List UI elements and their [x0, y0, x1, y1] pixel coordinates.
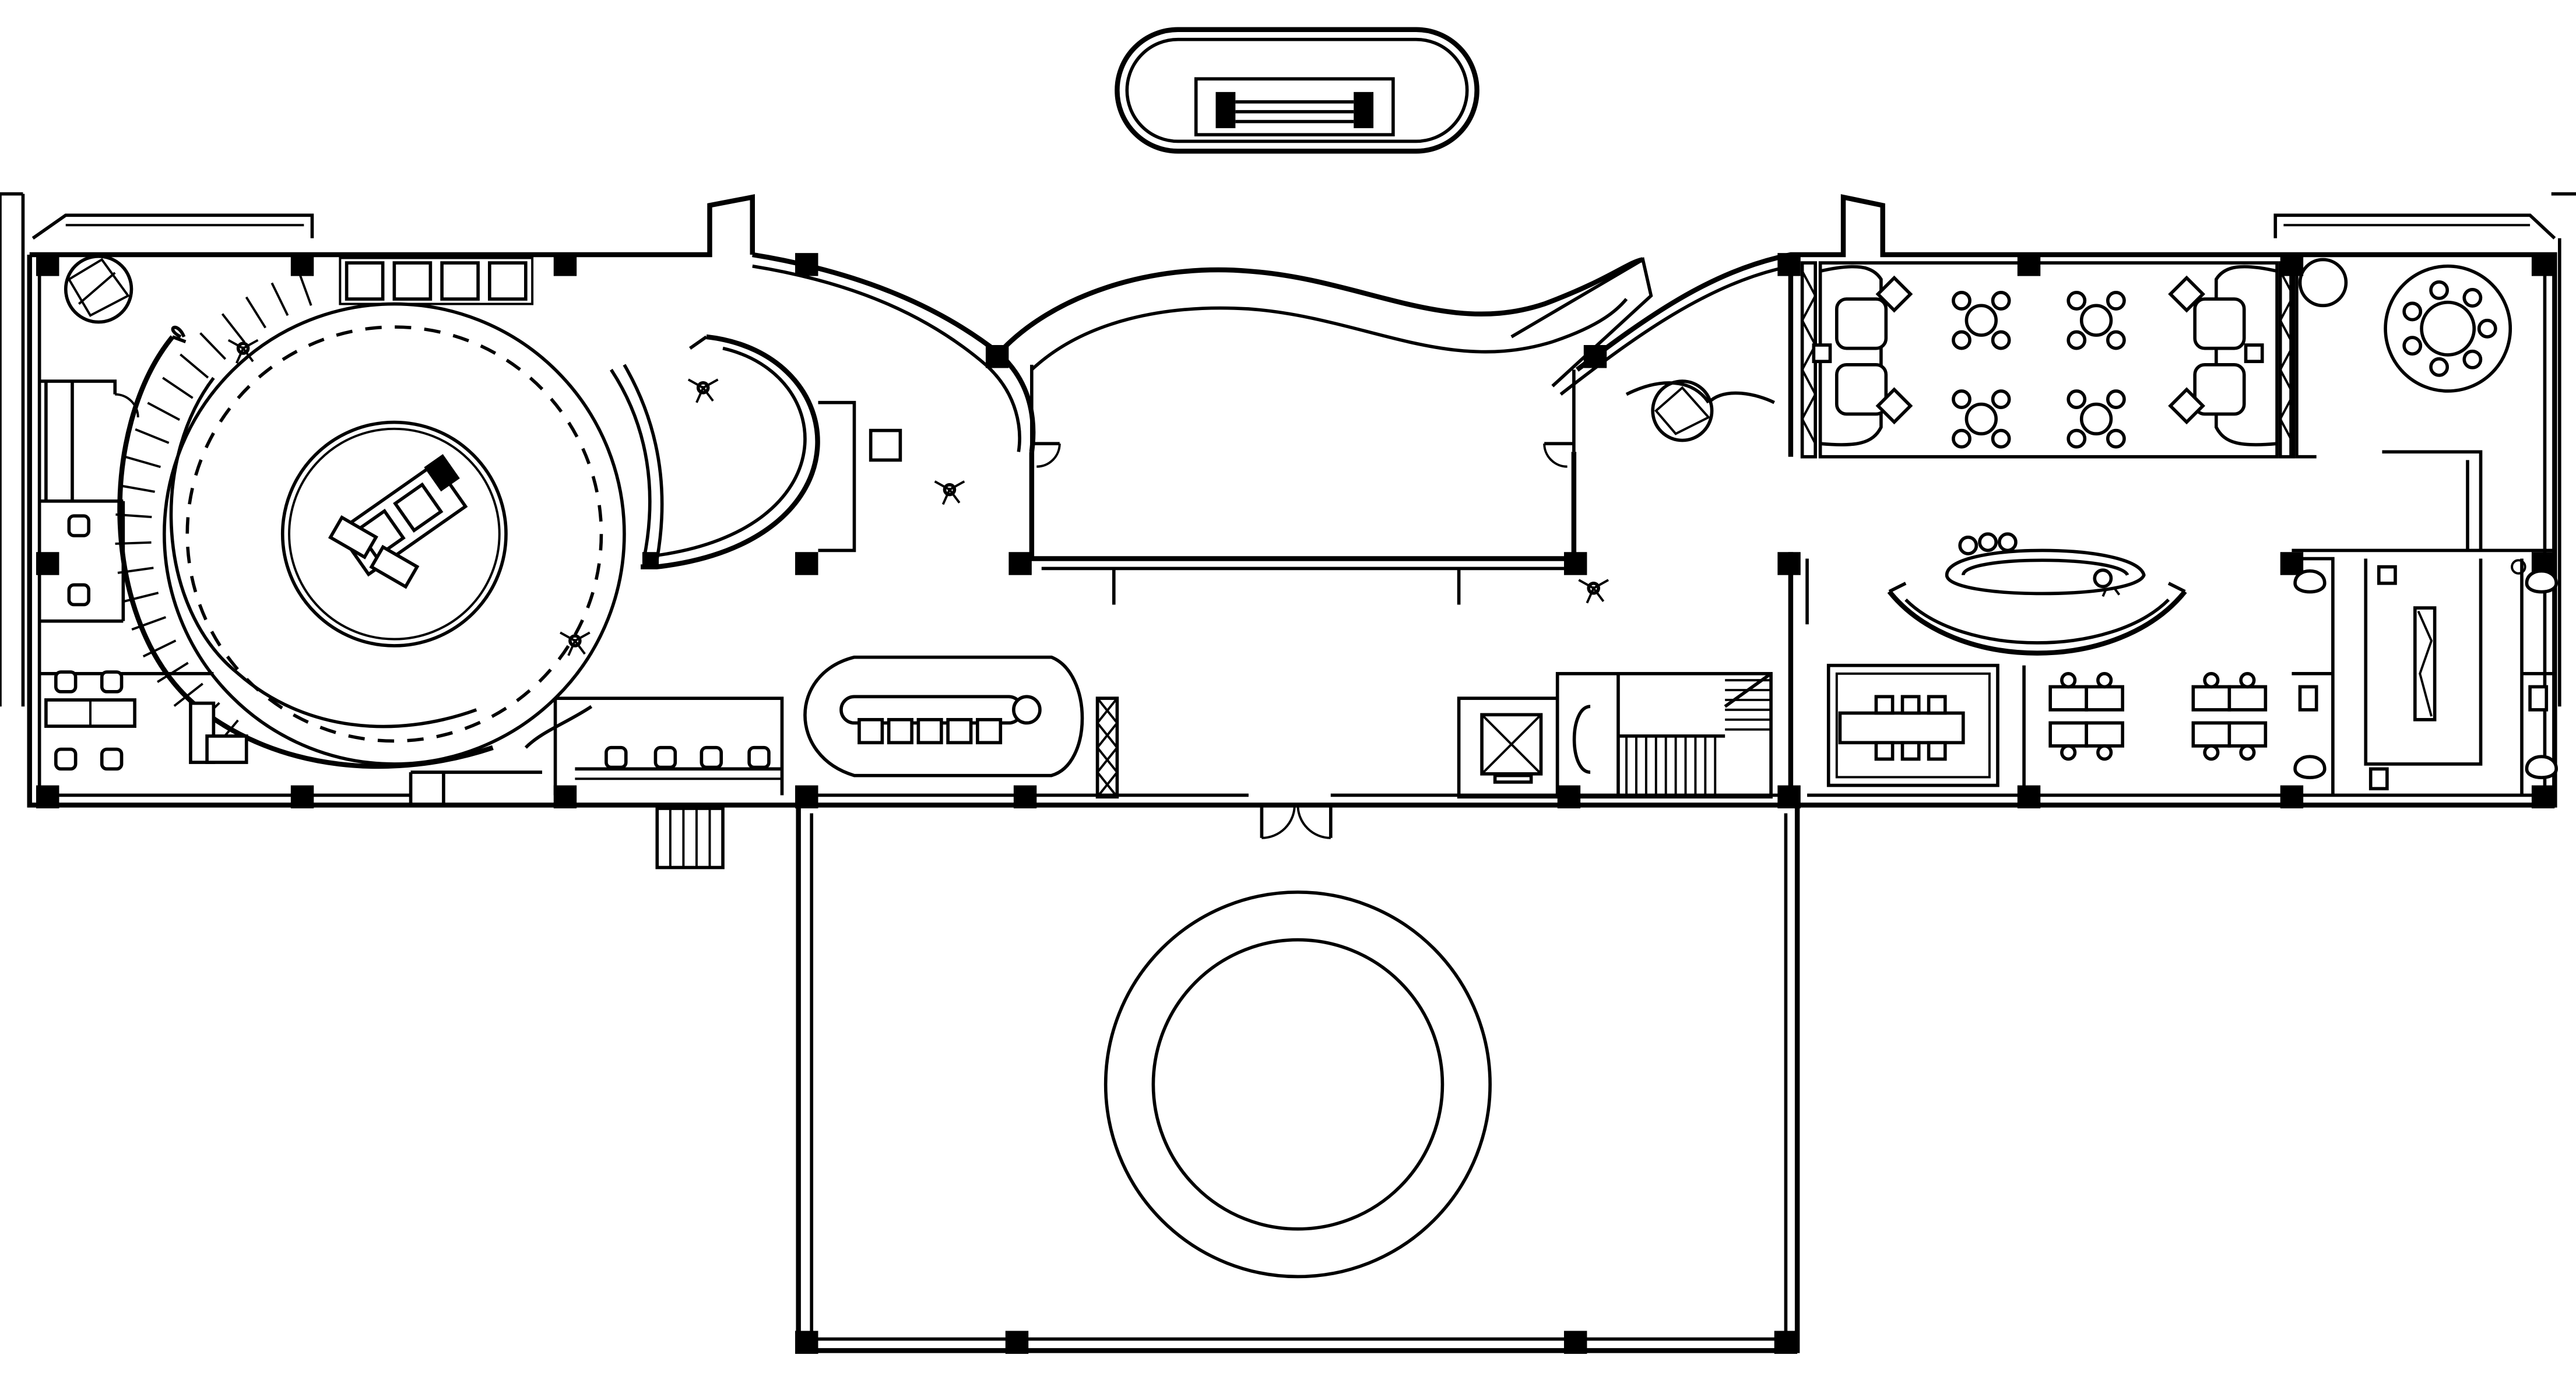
front-plaza [796, 805, 1800, 1353]
spiral-staircase [115, 271, 494, 769]
west-service-rooms [39, 379, 784, 870]
top-pavilion [1115, 27, 1479, 154]
rotunda-showroom [163, 302, 626, 766]
restrooms [2293, 559, 2558, 791]
structural-columns [36, 253, 2555, 1354]
east-sculpture [1651, 379, 1714, 442]
terrace-lines [0, 192, 2576, 707]
conference-room [1826, 663, 2026, 796]
curved-meeting-room [610, 334, 856, 569]
curved-reception-desk [1887, 532, 2187, 656]
west-furniture [44, 254, 2348, 771]
office-workstations [2048, 672, 2268, 761]
stair-and-lift-core [1457, 672, 1773, 799]
vip-round-room [2295, 264, 2512, 459]
dining-lounge [1800, 261, 2296, 459]
reception-bar [803, 442, 1574, 839]
